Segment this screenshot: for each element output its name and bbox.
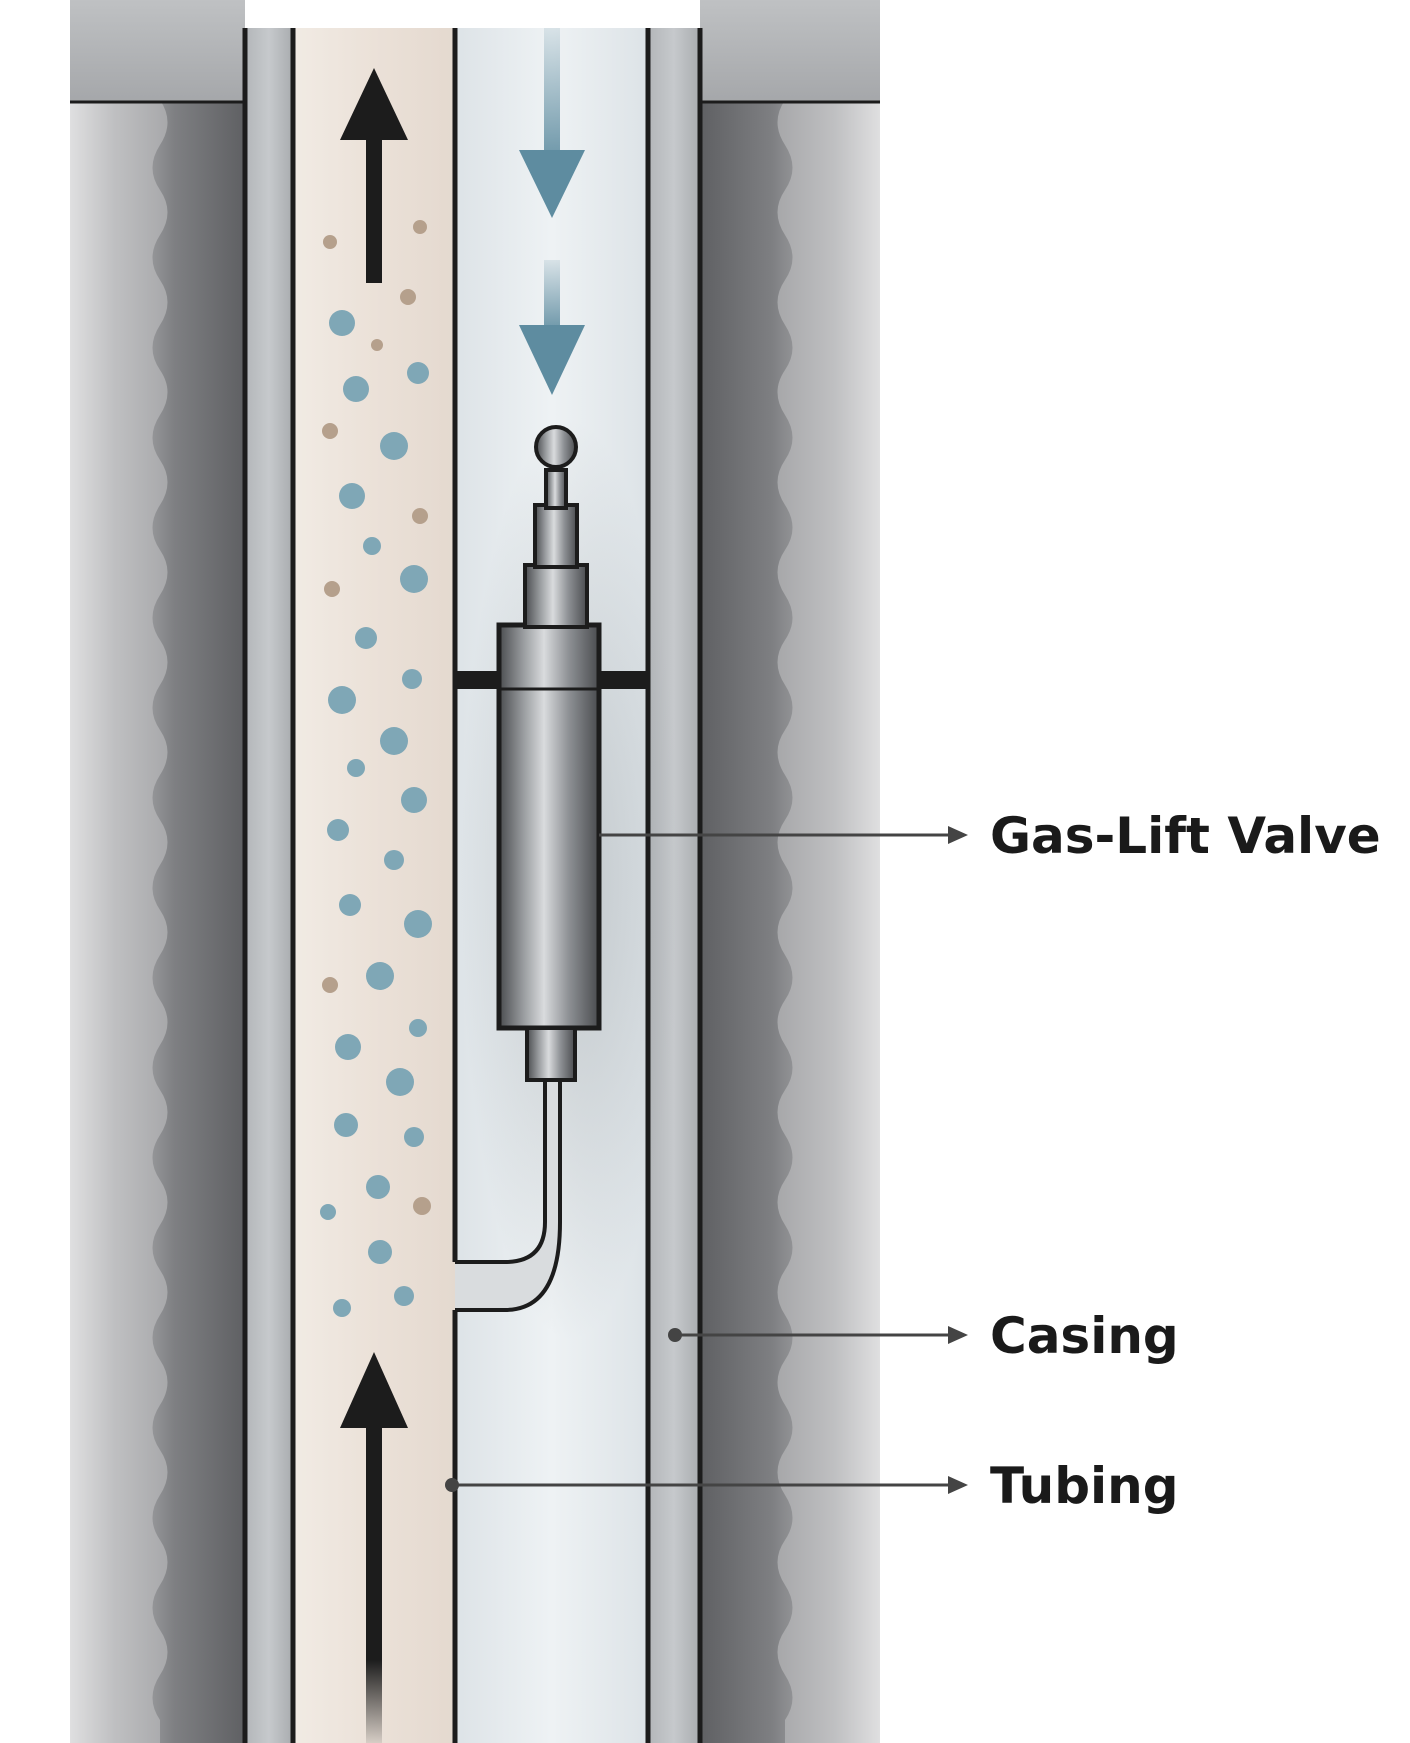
well-outlines [242, 28, 703, 1743]
bubble-gas [329, 310, 355, 336]
bubble-gas [401, 787, 427, 813]
bubble-gas [343, 376, 369, 402]
valve-stem-lower [523, 563, 589, 629]
bubble-gas [335, 1034, 361, 1060]
arrow-up-icon [340, 68, 408, 283]
bubble-gas [404, 1127, 424, 1147]
bubble-gas [409, 1019, 427, 1037]
bubble-gas [339, 483, 365, 509]
bubble-gas [366, 1175, 390, 1199]
bubble-gas [363, 537, 381, 555]
bubble-gas [380, 432, 408, 460]
arrow-down-icon [519, 260, 585, 395]
bubble-gas [380, 727, 408, 755]
bubble-sand [322, 423, 338, 439]
bubble-sand [323, 235, 337, 249]
bubble-sand [412, 508, 428, 524]
bubble-gas [368, 1240, 392, 1264]
arrow-down-icon [519, 28, 585, 218]
valve-body [496, 622, 602, 1031]
callout-gas-lift-valve: Gas-Lift Valve [599, 807, 1381, 865]
bubble-gas [366, 962, 394, 990]
bubble-gas [333, 1299, 351, 1317]
gas-lift-valve [455, 425, 648, 1312]
valve-ball [534, 425, 578, 469]
casing-wall-left [245, 28, 293, 1743]
label-tubing: Tubing [990, 1457, 1179, 1515]
bubble-gas [339, 894, 361, 916]
valve-stem-neck [544, 468, 568, 510]
callout-tubing: Tubing [445, 1457, 1179, 1515]
bubble-gas [320, 1204, 336, 1220]
bubble-gas [402, 669, 422, 689]
bubble-gas [327, 819, 349, 841]
bubble-sand [413, 1197, 431, 1215]
formation-left [70, 0, 245, 1743]
bubble-sand [322, 977, 338, 993]
bubble-gas [407, 362, 429, 384]
bubble-gas [334, 1113, 358, 1137]
bubble-gas [404, 910, 432, 938]
arrow-up-icon [340, 1352, 408, 1743]
bubble-gas [355, 627, 377, 649]
bubble-sand [413, 220, 427, 234]
bubble-gas [400, 565, 428, 593]
label-casing: Casing [990, 1307, 1179, 1365]
formation-left-rock-edge [70, 100, 168, 1743]
valve-bypass-tube [455, 1078, 562, 1312]
bubble-sand [400, 289, 416, 305]
formation-right-rock-edge [777, 100, 880, 1743]
callout-casing: Casing [668, 1307, 1179, 1365]
valve-nozzle [525, 1026, 577, 1082]
bubble-gas [394, 1286, 414, 1306]
formation-right [700, 0, 880, 1743]
bubble-gas [384, 850, 404, 870]
bubble-sand [324, 581, 340, 597]
bubble-gas [328, 686, 356, 714]
label-gas-lift-valve: Gas-Lift Valve [990, 807, 1381, 865]
bubble-gas [347, 759, 365, 777]
valve-stem-upper [533, 503, 579, 569]
bubble-sand [371, 339, 383, 351]
valve-bypass-tube-inner [455, 1268, 461, 1304]
bubble-gas [386, 1068, 414, 1096]
surface-right [700, 0, 880, 102]
bubbles [320, 220, 432, 1317]
surface-left [70, 0, 245, 102]
